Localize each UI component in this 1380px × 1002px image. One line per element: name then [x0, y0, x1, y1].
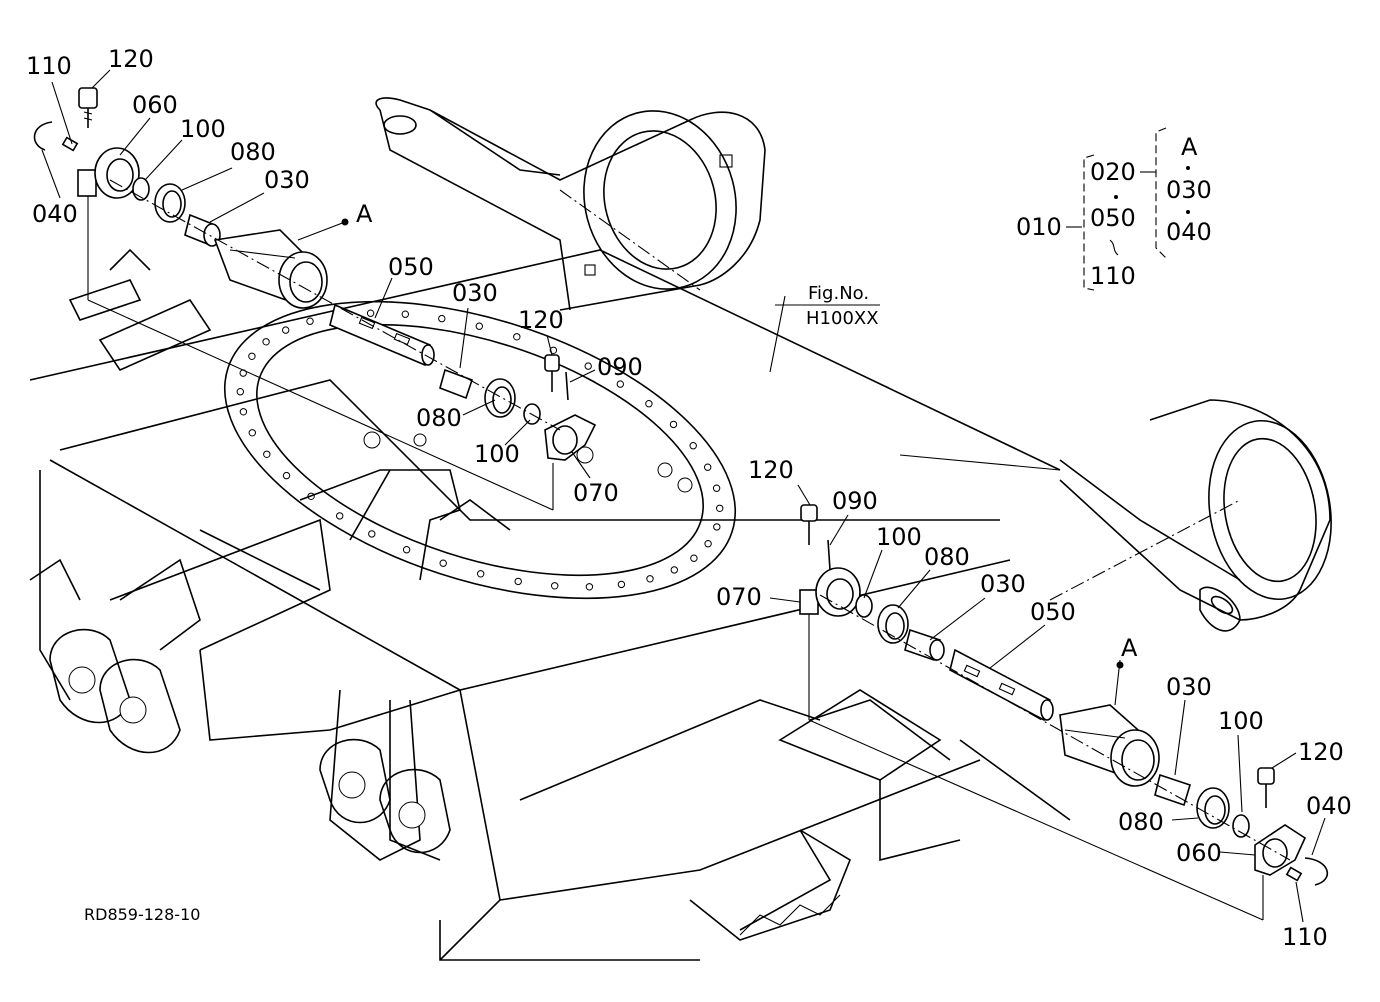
ring-bolt-hole — [282, 471, 291, 480]
callout-050: 050 — [388, 253, 434, 281]
callout-060: 060 — [132, 91, 178, 119]
leader-lines — [41, 69, 1326, 923]
ring-bolt-hole — [475, 322, 483, 330]
ring-bolt-hole — [585, 583, 594, 591]
ring-bolt-hole — [236, 388, 245, 396]
ring-bolt-hole — [366, 309, 375, 317]
ring-bolt-hole — [712, 484, 721, 492]
ring-bolt-hole — [248, 429, 257, 437]
ring-bolt-hole — [713, 523, 721, 531]
pin-assembly-lower — [799, 504, 1329, 921]
callout-090: 090 — [832, 487, 878, 515]
ring-bolt-hole — [263, 450, 271, 458]
callout-080: 080 — [230, 138, 276, 166]
callout-080: 080 — [416, 404, 462, 432]
ring-bolt-hole — [704, 463, 712, 471]
legend-child-middle: 050 — [1090, 204, 1136, 232]
ring-bolt-hole — [584, 362, 592, 370]
ring-bolt-hole — [513, 333, 521, 341]
callout-050: 050 — [1030, 598, 1076, 626]
callout-110: 110 — [26, 52, 72, 80]
ring-bolt-hole — [716, 504, 724, 512]
figure-link-number[interactable]: H100XX — [806, 308, 879, 329]
ring-bolt-hole — [689, 442, 697, 450]
callout-030: 030 — [980, 570, 1026, 598]
pin-assembly-upper — [33, 87, 597, 511]
ring-bolt-hole — [477, 570, 485, 578]
ring-bolt-hole — [336, 512, 344, 520]
ring-bolt-hole — [402, 546, 411, 554]
callout-070: 070 — [573, 479, 619, 507]
ring-bolt-hole — [690, 554, 698, 562]
callout-assembly-a: A — [1121, 634, 1138, 662]
callout-030: 030 — [452, 279, 498, 307]
ring-bolt-hole — [549, 346, 558, 354]
callout-040: 040 — [32, 200, 78, 228]
callout-assembly-a: A — [356, 200, 373, 228]
callout-030: 030 — [264, 166, 310, 194]
legend-assembly-item-second: 040 — [1166, 218, 1212, 246]
callout-030: 030 — [1166, 673, 1212, 701]
ring-bolt-hole — [306, 317, 314, 325]
legend-parent: 010 — [1016, 213, 1062, 241]
callout-100: 100 — [876, 523, 922, 551]
parts-legend: 010 020 050 110 A 030 040 — [1016, 127, 1212, 291]
chassis-frame — [29, 248, 1071, 961]
legend-assembly-tag: A — [1181, 133, 1198, 161]
ring-bolt-hole — [617, 580, 626, 589]
ring-bolt-hole — [248, 352, 256, 360]
ring-bolt-hole — [704, 540, 712, 548]
figure-link[interactable]: Fig.No. H100XX — [806, 283, 879, 329]
callout-120: 120 — [108, 45, 154, 73]
ring-bolt-hole — [439, 559, 447, 567]
callout-110: 110 — [1282, 923, 1328, 951]
callout-100: 100 — [1218, 707, 1264, 735]
ring-bolt-hole — [401, 310, 409, 318]
callout-100: 100 — [474, 440, 520, 468]
blade-arm-upper — [375, 97, 766, 311]
legend-assembly-item-first: 030 — [1166, 176, 1212, 204]
callout-120: 120 — [518, 306, 564, 334]
callout-080: 080 — [1118, 808, 1164, 836]
legend-child-last: 110 — [1090, 262, 1136, 290]
legend-child-first: 020 — [1090, 158, 1136, 186]
ring-bolt-hole — [646, 575, 654, 583]
callout-100: 100 — [180, 115, 226, 143]
callout-080: 080 — [924, 543, 970, 571]
callout-040: 040 — [1306, 792, 1352, 820]
drawing-reference: RD859-128-10 — [84, 905, 200, 924]
blade-arm-right — [899, 399, 1332, 632]
callout-090: 090 — [597, 353, 643, 381]
ring-bolt-hole — [514, 577, 522, 586]
callout-070: 070 — [716, 583, 762, 611]
callout-060: 060 — [1176, 839, 1222, 867]
ring-bolt-hole — [670, 566, 678, 574]
ring-bolt-hole — [551, 582, 559, 590]
ring-bolt-hole — [239, 408, 248, 416]
figure-link-label: Fig.No. — [808, 283, 869, 304]
ring-bolt-hole — [262, 338, 270, 346]
ring-bolt-hole — [669, 420, 678, 429]
callout-labels: 110 120 060 100 080 030 040 A 050 030 12… — [26, 45, 1352, 951]
ring-bolt-hole — [282, 326, 290, 334]
callout-120: 120 — [748, 456, 794, 484]
ring-bolt-hole — [616, 380, 624, 388]
callout-120: 120 — [1298, 738, 1344, 766]
ring-bolt-hole — [645, 400, 653, 408]
ring-bolt-hole — [368, 530, 376, 538]
ring-bolt-hole — [438, 314, 446, 323]
